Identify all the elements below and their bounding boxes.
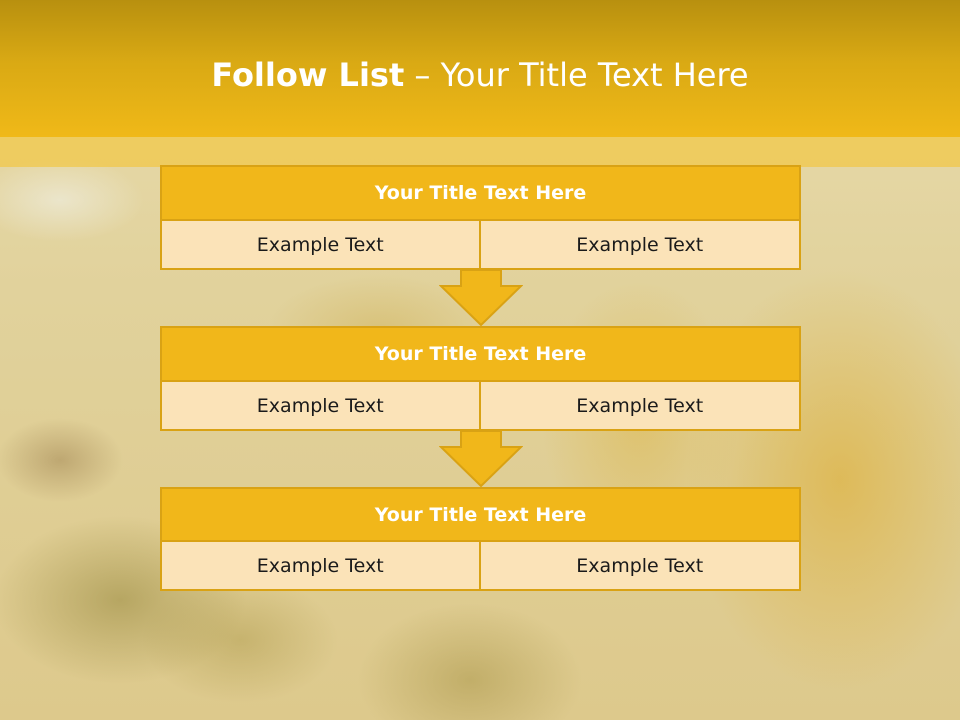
slide-title: Follow List – Your Title Text Here [0,52,960,98]
block-cell-left: Example Text [160,221,481,270]
block-title: Your Title Text Here [160,487,801,542]
header-band [0,137,960,167]
slide-title-rest: – Your Title Text Here [404,56,749,94]
block-cell-right: Example Text [480,221,801,270]
block-cell-left: Example Text [160,382,481,431]
block-cell-left: Example Text [160,542,481,591]
header-bar [0,0,960,137]
list-block-3: Your Title Text Here Example Text Exampl… [160,487,801,591]
block-row: Example Text Example Text [160,542,801,591]
down-arrow-icon [439,431,523,487]
block-title: Your Title Text Here [160,165,801,221]
slide-title-bold: Follow List [211,56,405,94]
block-cell-right: Example Text [480,542,801,591]
list-block-1: Your Title Text Here Example Text Exampl… [160,165,801,270]
block-row: Example Text Example Text [160,221,801,270]
block-cell-right: Example Text [480,382,801,431]
down-arrow-icon [439,270,523,326]
list-block-2: Your Title Text Here Example Text Exampl… [160,326,801,431]
block-title: Your Title Text Here [160,326,801,382]
block-row: Example Text Example Text [160,382,801,431]
